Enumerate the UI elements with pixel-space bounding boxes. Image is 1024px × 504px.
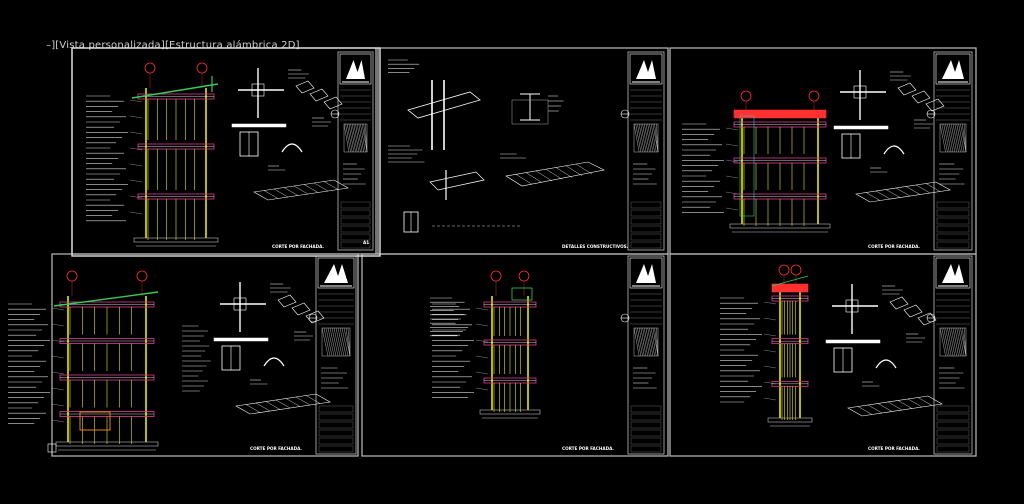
ucs-icon [47, 443, 57, 453]
company-logo-icon [324, 264, 348, 283]
floor-deck-detail [855, 181, 951, 203]
grid-axis-marker [740, 90, 752, 102]
sheet-caption: CORTE POR FACHADA. [868, 244, 920, 249]
grid-axis-marker [490, 270, 502, 282]
sheet-3-content [682, 70, 951, 233]
sheet-number: A1 [363, 240, 369, 245]
sheet-caption: DETALLES CONSTRUCTIVOS. [562, 244, 629, 249]
floor-deck-detail [847, 395, 943, 417]
sheet-1-content [86, 62, 349, 247]
grid-axis-marker [518, 270, 530, 282]
sheet-5-content [430, 270, 541, 419]
drawing-sheet-6: CORTE POR FACHADA. [669, 253, 977, 457]
viewport-label[interactable]: –][Vista personalizada][Estructura alámb… [46, 40, 300, 51]
grid-axis-marker [808, 90, 820, 102]
w-beam-profile [520, 93, 540, 121]
grid-axis-marker [790, 264, 802, 276]
sheet-caption: CORTE POR FACHADA. [562, 446, 614, 451]
drawing-sheet-3: CORTE POR FACHADA. [669, 47, 977, 255]
company-logo-icon [942, 60, 964, 79]
hatch-pattern [343, 123, 368, 153]
drawing-sheet-2: DETALLES CONSTRUCTIVOS. [377, 47, 669, 255]
drawing-sheet-5: CORTE POR FACHADA. [361, 253, 669, 457]
deck-detail [505, 161, 605, 187]
sheet-caption: CORTE POR FACHADA. [868, 446, 920, 451]
grid-axis-marker [778, 264, 790, 276]
sheet-caption: CORTE POR FACHADA. [250, 446, 302, 451]
floor-deck-detail [253, 179, 349, 201]
grid-axis-marker [66, 270, 78, 282]
sheet-6-content [720, 264, 943, 427]
hatch-pattern [939, 327, 967, 357]
sheet-4-content [8, 270, 331, 451]
company-logo-icon [636, 264, 656, 283]
grid-axis-marker [196, 62, 208, 74]
hatch-pattern [321, 327, 351, 357]
grid-axis-marker [144, 62, 156, 74]
hatch-pattern [939, 123, 967, 153]
drawing-sheet-4: CORTE POR FACHADA. [51, 253, 359, 457]
company-logo-icon [942, 264, 964, 283]
floor-deck-detail [235, 393, 331, 415]
sheet-2-content [388, 59, 605, 233]
company-logo-icon [636, 60, 656, 79]
selected-viewport-frame [71, 47, 381, 257]
grid-axis-marker [136, 270, 148, 282]
sheet-caption: CORTE POR FACHADA. [272, 244, 324, 249]
hatch-pattern [633, 123, 659, 153]
drawing-sheet-1: CORTE POR FACHADA. A1 [71, 47, 377, 255]
company-logo-icon [346, 60, 365, 79]
hatch-pattern [633, 327, 659, 357]
